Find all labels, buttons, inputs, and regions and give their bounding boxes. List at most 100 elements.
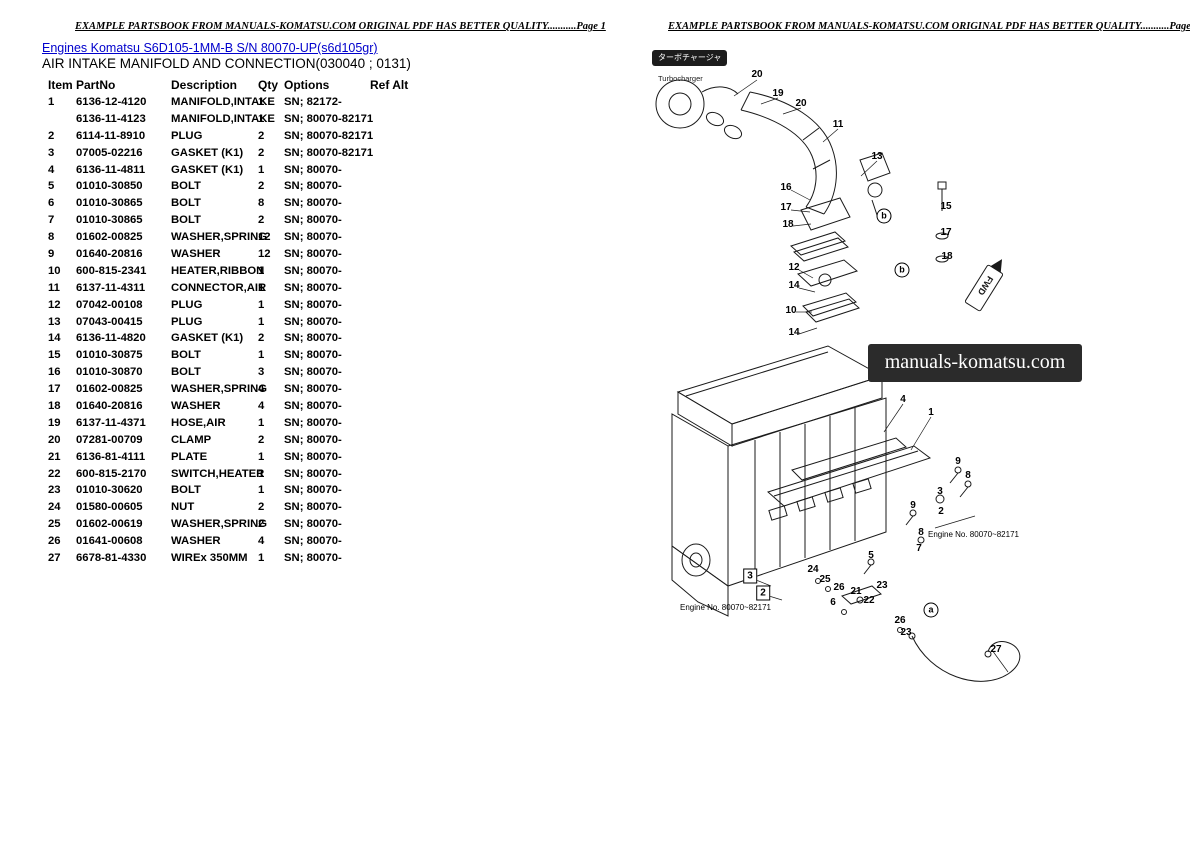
options-cell: SN; 80070- (284, 180, 342, 193)
description-cell: GASKET (K1) (171, 146, 244, 159)
description-cell: NUT (171, 501, 195, 514)
qty-cell: 2 (258, 518, 265, 531)
diagram-callout: 26 (894, 615, 906, 626)
qty-cell: 2 (258, 129, 265, 142)
partno-cell: 6136-11-4811 (76, 163, 146, 176)
item-cell: 8 (48, 231, 55, 244)
partno-cell: 01602-00825 (76, 383, 143, 396)
description-cell: BOLT (171, 214, 201, 227)
description-cell: WASHER,SPRING (171, 231, 268, 244)
diagram-callout: 20 (751, 69, 763, 80)
gasket-heater-stack (790, 197, 860, 323)
description-cell: CONNECTOR,AIR (171, 281, 267, 294)
item-cell: 7 (48, 214, 55, 227)
options-cell: SN; 80070- (284, 281, 342, 294)
intake-hose (740, 91, 837, 215)
diagram-callout: 6 (830, 597, 836, 608)
refalt-cell (370, 432, 422, 449)
fwd-label: FWD (976, 274, 996, 297)
description-cell: WASHER (171, 400, 221, 413)
bolt-fasteners (863, 466, 972, 575)
diagram-callout: 18 (941, 251, 953, 262)
qty-cell: 1 (258, 315, 265, 328)
description-cell: GASKET (K1) (171, 332, 244, 345)
refalt-cell (370, 212, 422, 229)
description-cell: MANIFOLD,INTAKE (171, 112, 275, 125)
item-cell: 27 (48, 552, 61, 565)
refalt-cell (370, 550, 422, 567)
diagram-callout: b (876, 208, 892, 224)
options-cell: SN; 80070- (284, 552, 342, 565)
diagram-callout: 7 (916, 543, 922, 554)
item-cell (48, 111, 76, 128)
description-cell: BOLT (171, 366, 201, 379)
qty-cell: 12 (258, 231, 271, 244)
item-cell: 17 (48, 383, 61, 396)
partno-cell: 01010-30865 (76, 197, 143, 210)
qty-cell: 2 (258, 214, 265, 227)
refalt-cell (370, 364, 422, 381)
description-cell: HOSE,AIR (171, 416, 226, 429)
diagram-callout: 12 (788, 262, 800, 273)
options-cell: SN; 80070- (284, 349, 342, 362)
refalt-cell (370, 398, 422, 415)
refalt-cell (370, 246, 422, 263)
options-cell: SN; 80070- (284, 366, 342, 379)
item-cell: 13 (48, 315, 61, 328)
qty-cell: 1 (258, 450, 265, 463)
qty-cell: 8 (258, 197, 265, 210)
diagram-callout: 26 (833, 582, 845, 593)
qty-cell: 1 (258, 96, 265, 108)
bolt-washer-column (935, 181, 949, 263)
partno-cell: 6136-12-4120 (76, 96, 147, 108)
item-cell: 22 (48, 467, 61, 480)
description-cell: PLUG (171, 298, 203, 311)
column-header-options: Options (284, 78, 330, 92)
partno-cell: 6678-81-4330 (76, 552, 147, 565)
options-cell: SN; 80070-82171 (284, 146, 374, 159)
description-cell: WASHER (171, 535, 221, 548)
refalt-cell (370, 145, 422, 162)
diagram-callout: 5 (868, 550, 874, 561)
refalt-cell (370, 195, 422, 212)
partno-cell: 6137-11-4371 (76, 416, 146, 429)
options-cell: SN; 80070- (284, 264, 342, 277)
qty-cell: 1 (258, 349, 265, 362)
partno-cell: 6114-11-8910 (76, 129, 146, 142)
refalt-cell (370, 128, 422, 145)
wire-loop (908, 632, 1021, 682)
engine-model-link[interactable]: Engines Komatsu S6D105-1MM-B S/N 80070-U… (42, 41, 378, 55)
options-cell: SN; 80070- (284, 248, 342, 261)
engine-exploded-drawing: FWD (655, 79, 1021, 682)
item-cell: 25 (48, 518, 61, 531)
item-cell: 15 (48, 349, 61, 362)
item-cell: 3 (48, 146, 55, 159)
description-cell: PLUG (171, 315, 203, 328)
partno-cell: 01010-30870 (76, 366, 143, 379)
qty-cell: 4 (258, 535, 265, 548)
diagram-callout: 21 (850, 586, 862, 597)
qty-cell: 2 (258, 433, 265, 446)
item-cell: 6 (48, 197, 55, 210)
page-header-left: EXAMPLE PARTSBOOK FROM MANUALS-KOMATSU.C… (75, 21, 606, 32)
diagram-callout: 22 (863, 595, 875, 606)
refalt-cell (370, 516, 422, 533)
partno-cell: 6136-81-4111 (76, 450, 146, 463)
description-cell: WASHER,SPRING (171, 518, 268, 531)
diagram-callout: 3 (937, 486, 943, 497)
diagram-callout: b (894, 262, 910, 278)
options-cell: SN; 80070- (284, 535, 342, 548)
options-cell: SN; 80070- (284, 163, 342, 176)
item-cell: 16 (48, 366, 61, 379)
page-header-right: EXAMPLE PARTSBOOK FROM MANUALS-KOMATSU.C… (668, 21, 1190, 32)
partno-cell: 01010-30850 (76, 180, 143, 193)
engine-no-label-right: Engine No. 80070~82171 (928, 530, 1019, 539)
qty-cell: 12 (258, 248, 271, 261)
refalt-cell (370, 94, 422, 111)
options-cell: SN; 82172- (284, 96, 342, 108)
diagram-callout: 15 (940, 201, 952, 212)
description-cell: WIREx 350MM (171, 552, 248, 565)
options-cell: SN; 80070- (284, 332, 342, 345)
refalt-cell (370, 263, 422, 280)
